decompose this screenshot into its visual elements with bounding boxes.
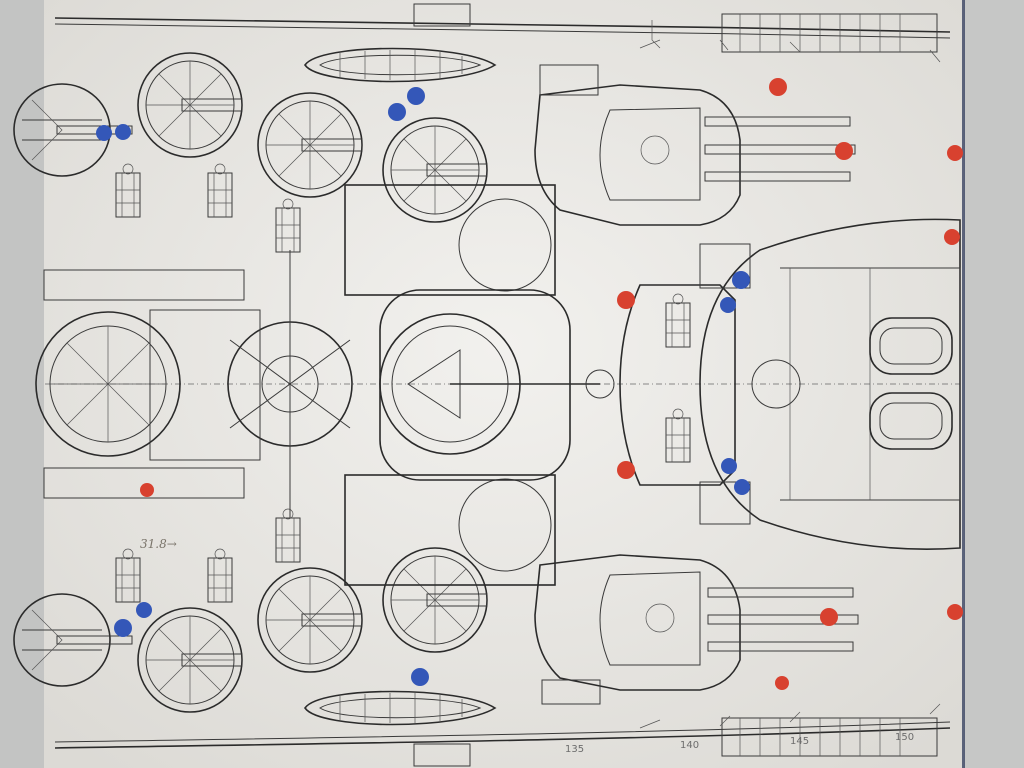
frame-number-4: 150 (895, 732, 914, 743)
frame-number-3: 145 (790, 736, 809, 747)
frame-number-2: 140 (680, 740, 699, 751)
central-hatches (227, 184, 615, 586)
bridge-structure (619, 243, 751, 525)
handwritten-note: 31.8→ (140, 537, 177, 551)
gun-turret-upper (534, 64, 856, 226)
frame-number-1: 135 (565, 744, 584, 755)
aft-superstructure (699, 218, 961, 550)
gun-turret-lower (534, 554, 859, 705)
red-markers (140, 78, 963, 690)
deck-edges (54, 3, 951, 767)
stern-wheel (35, 269, 261, 499)
blue-markers (96, 87, 750, 686)
